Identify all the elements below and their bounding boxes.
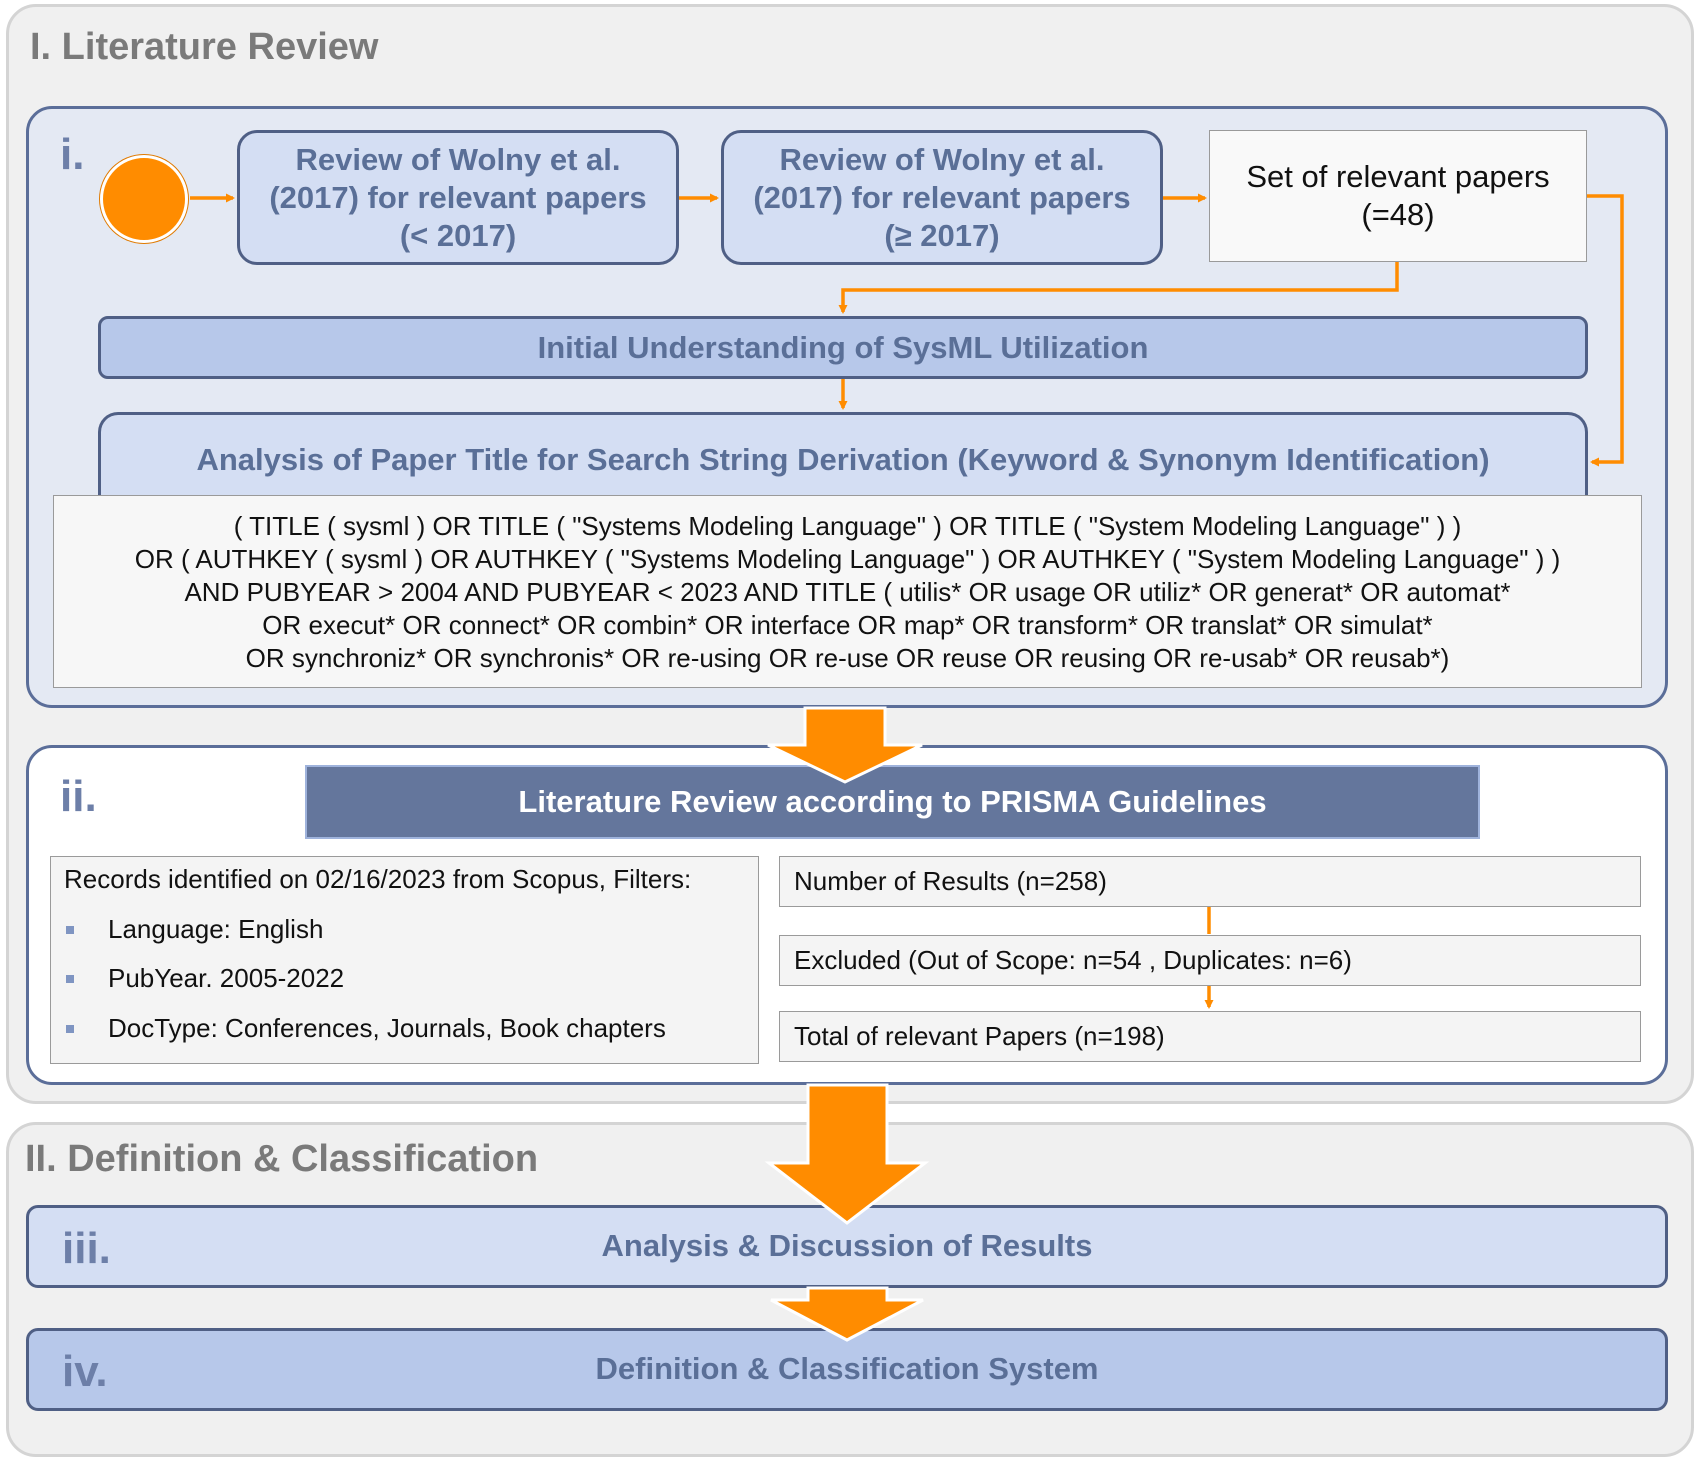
- search-string-line: ( TITLE ( sysml ) OR TITLE ( "Systems Mo…: [233, 511, 1462, 541]
- relevant-papers-line2: (=48): [1361, 197, 1435, 232]
- phase-iv-number: iv.: [62, 1347, 108, 1396]
- phase-i-number: i.: [60, 130, 85, 179]
- review-before-2017-line1: Review of Wolny et al.: [295, 141, 621, 177]
- review-before-2017-box: Review of Wolny et al. (2017) for releva…: [237, 130, 679, 265]
- review-after-2017-line3: (≥ 2017): [884, 217, 1000, 253]
- filter-language: Language: English: [108, 914, 324, 944]
- big-arrow-to-definition: [764, 1083, 930, 1225]
- analysis-title: Analysis of Paper Title for Search Strin…: [196, 442, 1490, 477]
- prisma-title-bar: Literature Review according to PRISMA Gu…: [305, 765, 1480, 839]
- records-box: [50, 856, 759, 1064]
- initial-understanding-bar: Initial Understanding of SysML Utilizati…: [98, 316, 1588, 379]
- search-string-line: OR ( AUTHKEY ( sysml ) OR AUTHKEY ( "Sys…: [134, 544, 1561, 574]
- relevant-papers-box: Set of relevant papers (=48): [1209, 130, 1587, 262]
- filter-pubyear: PubYear. 2005-2022: [108, 963, 345, 993]
- filter-doctype: DocType: Conferences, Journals, Book cha…: [108, 1013, 666, 1043]
- big-arrow-to-classification: [770, 1286, 924, 1342]
- section-title-definition-classification: II. Definition & Classification: [25, 1138, 539, 1180]
- phase-ii-number: ii.: [60, 772, 97, 821]
- phase-iii-title: Analysis & Discussion of Results: [601, 1228, 1093, 1263]
- relevant-papers-line1: Set of relevant papers: [1246, 159, 1550, 194]
- phase-iv-title: Definition & Classification System: [595, 1351, 1099, 1386]
- connector-papers-to-analysis: [1587, 194, 1624, 467]
- review-before-2017-line2: (2017) for relevant papers: [269, 179, 647, 215]
- analysis-title-tab: [98, 412, 1588, 502]
- review-after-2017-box: Review of Wolny et al. (2017) for releva…: [721, 130, 1163, 265]
- bullet-marker: [66, 926, 74, 934]
- search-string-box: ( TITLE ( sysml ) OR TITLE ( "Systems Mo…: [53, 495, 1642, 688]
- connector-papers-to-understanding: [838, 262, 1399, 314]
- search-string-line: OR execut* OR connect* OR combin* OR int…: [262, 610, 1433, 640]
- review-before-2017-line3: (< 2017): [399, 217, 517, 253]
- review-after-2017-line2: (2017) for relevant papers: [753, 179, 1131, 215]
- result-excluded-box: Excluded (Out of Scope: n=54 , Duplicate…: [779, 935, 1641, 986]
- result-number-box: Number of Results (n=258): [779, 856, 1641, 907]
- search-string-line: OR synchroniz* OR synchronis* OR re-usin…: [245, 643, 1450, 673]
- big-arrow-to-prisma: [767, 706, 923, 784]
- section-title-literature-review: I. Literature Review: [30, 26, 379, 68]
- start-node: [100, 155, 188, 243]
- review-after-2017-line1: Review of Wolny et al.: [779, 141, 1105, 177]
- bullet-marker: [66, 975, 74, 983]
- phase-iii-number: iii.: [62, 1224, 111, 1273]
- result-total-box: Total of relevant Papers (n=198): [779, 1011, 1641, 1062]
- records-heading: Records identified on 02/16/2023 from Sc…: [64, 864, 692, 894]
- bullet-marker: [66, 1025, 74, 1033]
- search-string-line: AND PUBYEAR > 2004 AND PUBYEAR < 2023 AN…: [184, 577, 1511, 607]
